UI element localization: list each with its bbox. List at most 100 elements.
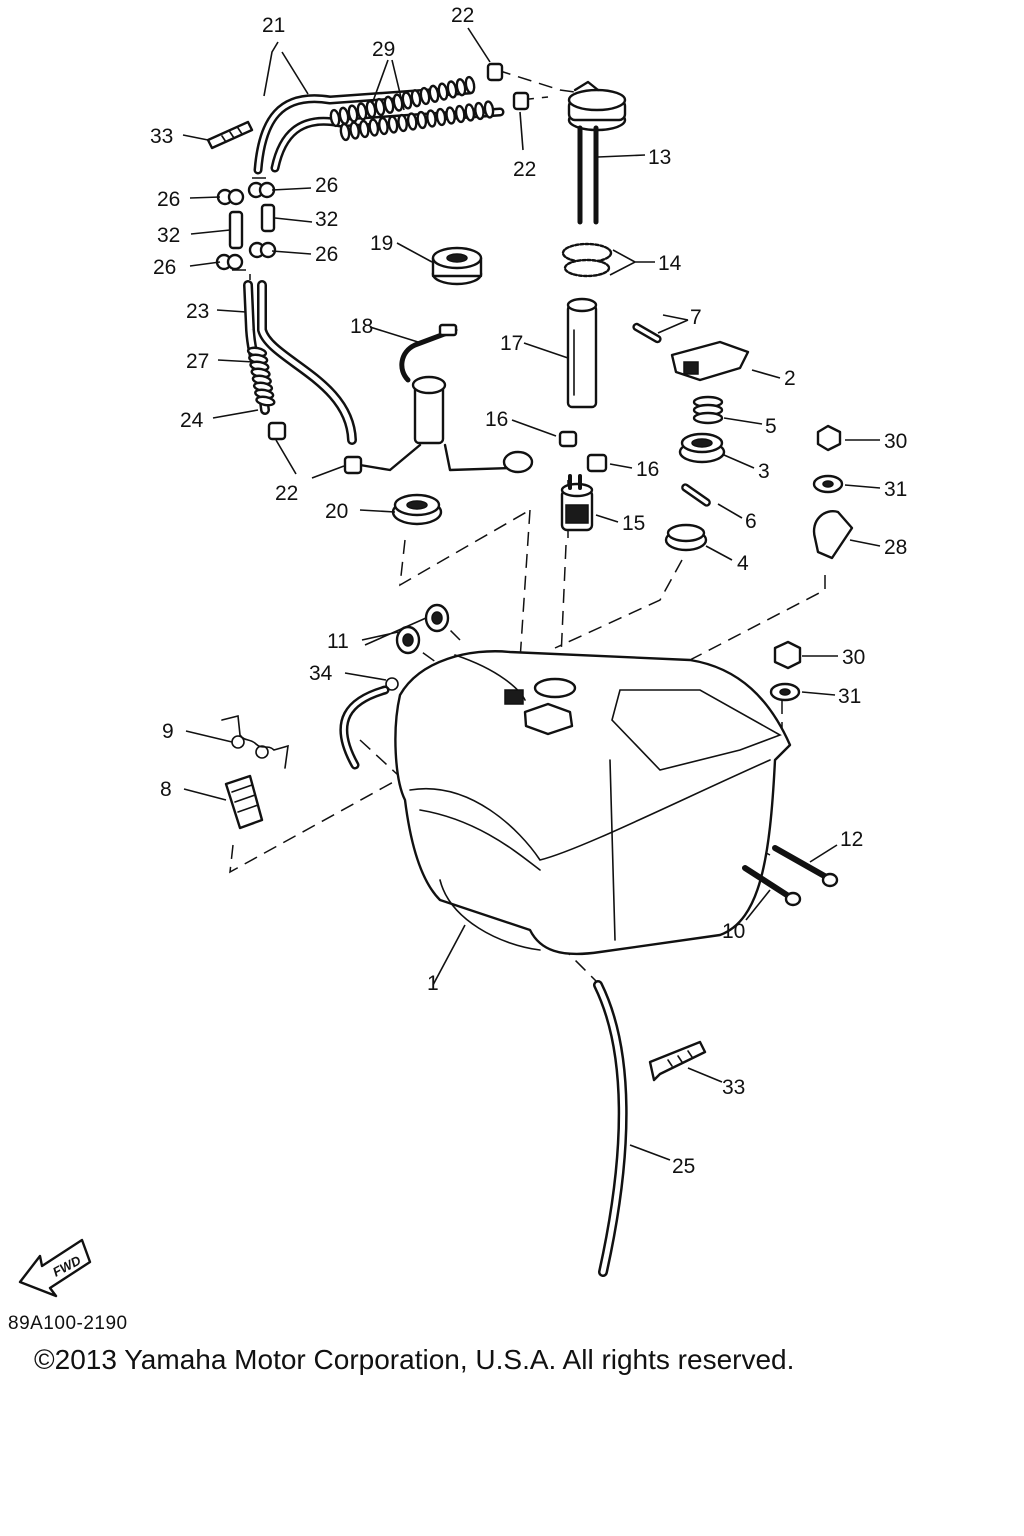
coil-ring [446,80,458,99]
coil-ring [483,100,495,119]
protector-coils-29 [329,75,495,142]
callout-22-lower: 22 [275,482,298,505]
callout-23: 23 [186,300,209,323]
callout-31-b: 31 [838,685,861,708]
callout-26-d: 26 [315,243,338,266]
coil-ring [416,110,428,130]
coil-ring [419,86,431,106]
callout-20: 20 [325,500,348,523]
callout-12: 12 [840,828,863,851]
coil-ring [397,113,408,133]
fwd-arrow-icon: FWD [18,1238,92,1298]
coil-ring [435,107,447,127]
coil-ring [437,82,449,101]
coil-ring [454,104,466,124]
joints-32 [228,203,276,250]
clip-22-top [486,62,530,111]
coil-ring [426,109,437,128]
callout-6: 6 [745,510,757,533]
callout-16-a: 16 [485,408,508,431]
fuel-tank-1 [339,650,792,956]
callout-16-b: 16 [636,458,659,481]
callout-8: 8 [160,778,172,801]
coil-ring [368,118,380,137]
coil-ring [387,115,399,134]
callout-18: 18 [350,315,373,338]
coil-ring [474,101,485,121]
callout-30-a: 30 [884,430,907,453]
callout-10: 10 [722,920,745,943]
callout-22-mid: 22 [513,158,536,181]
coil-ring [455,78,467,97]
spring-5 [692,395,724,425]
callout-19: 19 [370,232,393,255]
coil-ring [358,119,370,139]
filter-tube-17 [566,297,598,409]
pad-8 [224,774,264,830]
callout-24: 24 [180,409,204,432]
spring-rings-14 [561,242,613,278]
band-28 [812,510,854,560]
bolts-10-12 [742,845,839,907]
callout-21: 21 [262,14,285,37]
coil-ring [464,103,476,122]
callout-26-c: 26 [153,256,176,279]
coil-ring [464,75,476,95]
diagram-code: 89A100-2190 [8,1313,128,1334]
callout-28: 28 [884,536,907,559]
clamps-16 [558,430,608,473]
callout-33-bottom: 33 [722,1076,745,1099]
copyright-notice: ©2013 Yamaha Motor Corporation, U.S.A. A… [34,1344,795,1375]
callout-33-top: 33 [150,125,173,148]
coil-ring [374,97,386,117]
callout-7: 7 [690,306,702,329]
callout-22-top: 22 [451,4,474,27]
coil-ring [445,106,456,125]
callout-labels: 21 22 29 33 22 13 26 26 32 32 26 26 19 1… [150,4,907,1178]
fuel-sender-13 [567,80,627,225]
callout-1: 1 [427,972,439,995]
callout-4: 4 [737,552,749,575]
coil-ring [338,106,350,125]
callout-29: 29 [372,38,395,61]
callout-32-a: 32 [157,224,180,247]
pin-7 [632,322,662,344]
coil-ring [329,108,341,128]
callout-30-b: 30 [842,646,865,669]
coil-ring [365,100,377,119]
fuel-pump-18 [358,323,534,474]
callout-32-b: 32 [315,208,338,231]
callout-3: 3 [758,460,770,483]
callout-17: 17 [500,332,523,355]
cap-4 [664,523,708,552]
cable-tie-33-bottom [648,1040,707,1082]
coil-ring [356,102,368,121]
bracket-2 [670,340,750,382]
pin-6 [681,483,711,507]
clamps-26 [215,181,277,271]
coil-ring [401,91,413,110]
callout-25: 25 [672,1155,695,1178]
callout-26-b: 26 [315,174,338,197]
clip-34 [385,677,399,691]
grommet-20 [391,493,443,526]
grommet-19 [431,246,483,286]
callout-31-a: 31 [884,478,907,501]
coil-ring [378,116,389,136]
dampers-11 [395,603,450,655]
callout-27: 27 [186,350,209,373]
coil-ring [410,89,422,108]
springs-9 [221,715,289,769]
coil-ring [255,395,276,407]
callout-15: 15 [622,512,645,535]
nuts-30 [773,424,842,670]
callout-11: 11 [327,630,349,653]
callout-13: 13 [648,146,671,169]
cable-tie-33-top [206,120,254,150]
callout-2: 2 [784,367,796,390]
coil-ring [383,95,395,114]
leader-lines [182,27,881,1161]
fuel-filter-15 [560,474,594,532]
hose-coil-27 [246,346,276,407]
